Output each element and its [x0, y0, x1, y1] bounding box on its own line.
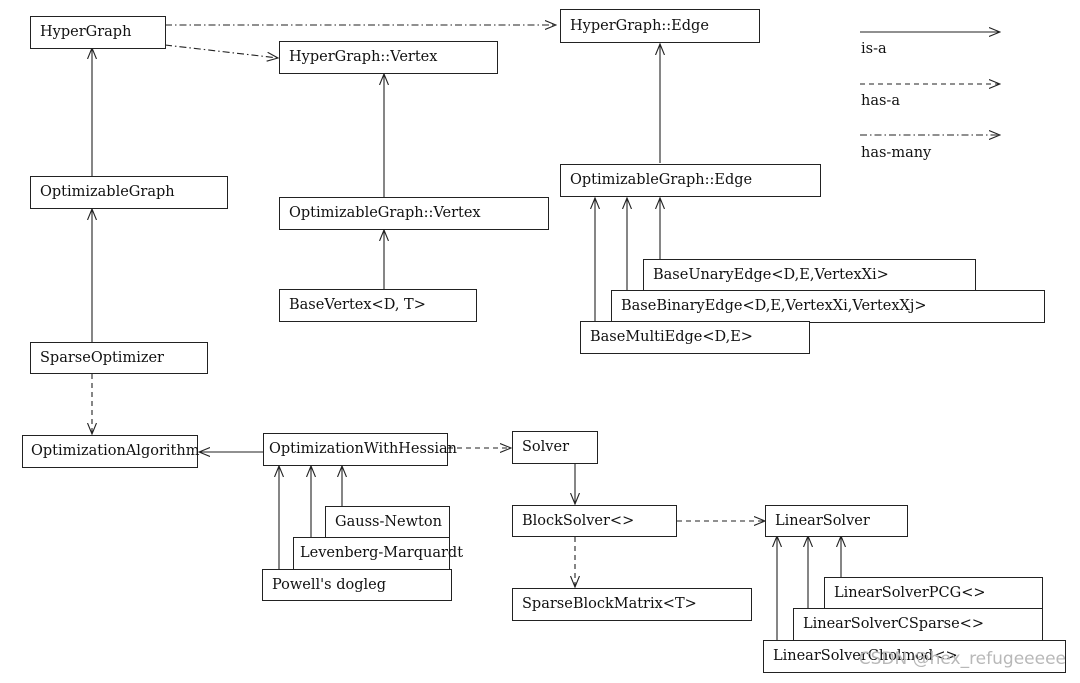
- node-base-unary-edge: BaseUnaryEdge<D,E,VertexXi>: [643, 259, 976, 292]
- legend-label-has-many: has-many: [861, 145, 932, 161]
- node-hypergraph-edge: HyperGraph::Edge: [560, 9, 760, 43]
- node-levenberg-marquardt: Levenberg-Marquardt: [293, 537, 463, 570]
- node-base-binary-edge: BaseBinaryEdge<D,E,VertexXi,VertexXj>: [611, 290, 1045, 323]
- node-linear-solver: LinearSolver: [765, 505, 908, 537]
- node-sparse-optimizer: SparseOptimizer: [30, 342, 208, 374]
- legend-label-has-a: has-a: [861, 93, 900, 109]
- node-linear-solver-csparse: LinearSolverCSparse<>: [793, 608, 1043, 641]
- node-linear-solver-pcg: LinearSolverPCG<>: [824, 577, 1043, 610]
- watermark: CSDN @hex_refugeeeee: [858, 649, 1066, 669]
- node-sparse-block-matrix: SparseBlockMatrix<T>: [512, 588, 752, 621]
- node-optimization-with-hessian: OptimizationWithHessian: [263, 433, 457, 466]
- node-solver: Solver: [512, 431, 598, 464]
- node-optimizable-graph-edge: OptimizableGraph::Edge: [560, 164, 821, 197]
- node-hypergraph: HyperGraph: [30, 16, 166, 49]
- node-optimizable-graph-vertex: OptimizableGraph::Vertex: [279, 197, 549, 230]
- node-optimizable-graph: OptimizableGraph: [30, 176, 228, 209]
- node-base-multi-edge: BaseMultiEdge<D,E>: [580, 321, 810, 354]
- node-hypergraph-vertex: HyperGraph::Vertex: [279, 41, 498, 74]
- edge-hypergraph-has-many-vertex: [164, 44, 278, 58]
- node-powells-dogleg: Powell's dogleg: [262, 569, 452, 601]
- node-linear-solver-cholmod: LinearSolverCholmod<>: [763, 640, 1066, 673]
- legend-label-is-a: is-a: [861, 41, 887, 57]
- node-gauss-newton: Gauss-Newton: [325, 506, 450, 539]
- node-block-solver: BlockSolver<>: [512, 505, 677, 537]
- node-base-vertex: BaseVertex<D, T>: [279, 289, 477, 322]
- node-optimization-algorithm: OptimizationAlgorithm: [22, 435, 199, 468]
